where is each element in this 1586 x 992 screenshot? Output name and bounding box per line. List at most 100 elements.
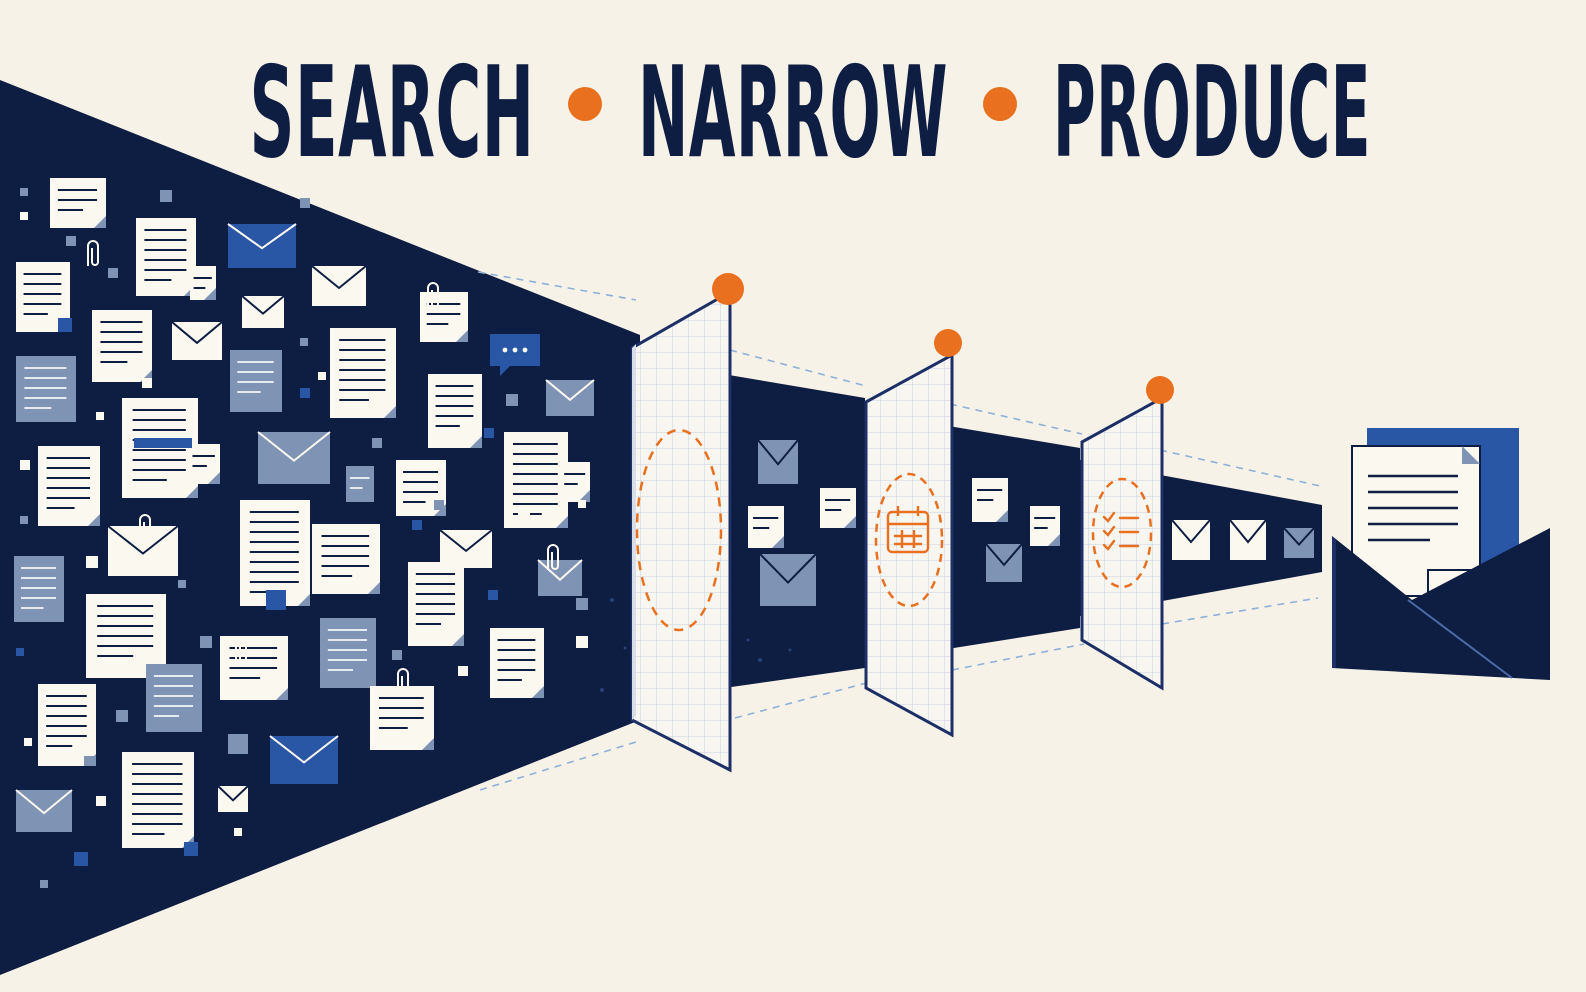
square-fragment xyxy=(20,460,30,470)
document-icon xyxy=(38,446,100,526)
envelope-icon xyxy=(227,223,297,268)
square-fragment xyxy=(488,590,498,600)
document-icon xyxy=(188,444,220,484)
square-fragment xyxy=(552,514,560,522)
square-fragment xyxy=(20,212,28,220)
document-icon xyxy=(820,488,856,528)
envelope-icon xyxy=(1283,527,1315,558)
square-fragment xyxy=(372,438,382,448)
filter-pin-3 xyxy=(1146,376,1174,404)
square-fragment xyxy=(20,516,28,524)
envelope-icon xyxy=(257,431,331,484)
document-icon xyxy=(312,524,380,594)
square-fragment xyxy=(392,650,402,660)
empty-target-icon xyxy=(635,428,723,632)
square-fragment xyxy=(16,648,24,656)
envelope-icon xyxy=(757,439,799,484)
square-fragment xyxy=(96,412,104,420)
document-icon xyxy=(136,218,196,296)
document-icon xyxy=(240,500,310,606)
square-fragment xyxy=(300,198,310,208)
envelope-icon xyxy=(217,785,249,812)
envelope-icon xyxy=(1171,519,1211,560)
envelope-with-document-icon xyxy=(1332,428,1550,680)
document-icon xyxy=(408,562,464,646)
title-separator-dot xyxy=(568,87,602,121)
paperclip-icon xyxy=(547,544,559,570)
document-icon xyxy=(428,374,482,448)
document-icon xyxy=(490,628,544,698)
envelope-icon xyxy=(171,321,223,360)
document-icon xyxy=(320,618,376,688)
square-fragment xyxy=(24,738,32,746)
chat-bubble-icon xyxy=(490,334,540,376)
dashed-guides xyxy=(477,271,1321,791)
document-icon xyxy=(504,432,568,528)
square-fragment xyxy=(86,556,98,568)
envelope-icon xyxy=(269,735,339,784)
document-icon xyxy=(972,478,1008,522)
paperclip-icon xyxy=(427,282,439,308)
document-icon xyxy=(122,752,194,848)
paperclip-icon xyxy=(139,514,151,540)
square-fragment xyxy=(576,598,588,610)
title-word-produce: PRODUCE xyxy=(1053,39,1371,186)
square-fragment xyxy=(108,268,118,278)
square-fragment xyxy=(518,512,530,524)
envelope-icon xyxy=(545,379,595,416)
square-fragment xyxy=(484,428,494,438)
envelope-icon xyxy=(241,295,285,328)
title: SEARCH NARROW PRODUCE xyxy=(250,39,1371,186)
document-icon xyxy=(346,466,374,502)
envelope-icon xyxy=(985,543,1023,582)
document-icon xyxy=(230,350,282,412)
document-icon xyxy=(16,356,76,422)
square-fragment xyxy=(142,378,152,388)
envelope-icon xyxy=(439,529,493,568)
square-fragment xyxy=(578,500,586,508)
document-icon xyxy=(190,266,216,300)
square-fragment xyxy=(228,734,248,754)
title-word-search: SEARCH xyxy=(250,39,535,186)
square-fragment xyxy=(458,666,468,676)
square-fragment xyxy=(300,338,308,346)
square-fragment xyxy=(40,880,48,888)
document-icon xyxy=(560,462,590,502)
envelope-icon xyxy=(537,559,583,596)
checklist-icon xyxy=(1102,511,1140,551)
filter-pin-1 xyxy=(712,273,744,305)
square-fragment xyxy=(412,520,422,530)
square-fragment xyxy=(212,344,222,354)
document-icon xyxy=(146,664,202,732)
square-fragment xyxy=(318,372,326,380)
square-fragment xyxy=(184,842,198,856)
document-icon xyxy=(50,178,106,228)
square-fragment xyxy=(576,636,588,648)
square-fragment xyxy=(116,710,128,722)
filter-pin-2 xyxy=(934,329,962,357)
paperclip-icon xyxy=(397,668,409,694)
paperclip-icon xyxy=(87,240,99,266)
square-fragment xyxy=(234,828,242,836)
square-fragment xyxy=(300,388,310,398)
title-separator-dot xyxy=(983,87,1017,121)
document-icon xyxy=(330,328,396,418)
filter-screen-1 xyxy=(630,273,744,773)
square-fragment xyxy=(84,756,94,766)
scattered-documents xyxy=(14,178,1315,888)
square-fragment xyxy=(178,580,186,588)
square-fragment xyxy=(160,190,172,202)
square-fragment xyxy=(434,500,444,510)
document-icon xyxy=(1030,506,1060,546)
square-fragment xyxy=(266,590,286,610)
square-fragment xyxy=(200,636,212,648)
document-icon xyxy=(92,310,152,382)
envelope-icon xyxy=(1229,519,1267,560)
square-fragment xyxy=(20,188,28,196)
square-fragment xyxy=(74,852,88,866)
square-fragment xyxy=(506,394,518,406)
document-icon xyxy=(220,636,288,700)
filter-screen-3 xyxy=(1080,376,1174,691)
speckles xyxy=(600,598,792,692)
